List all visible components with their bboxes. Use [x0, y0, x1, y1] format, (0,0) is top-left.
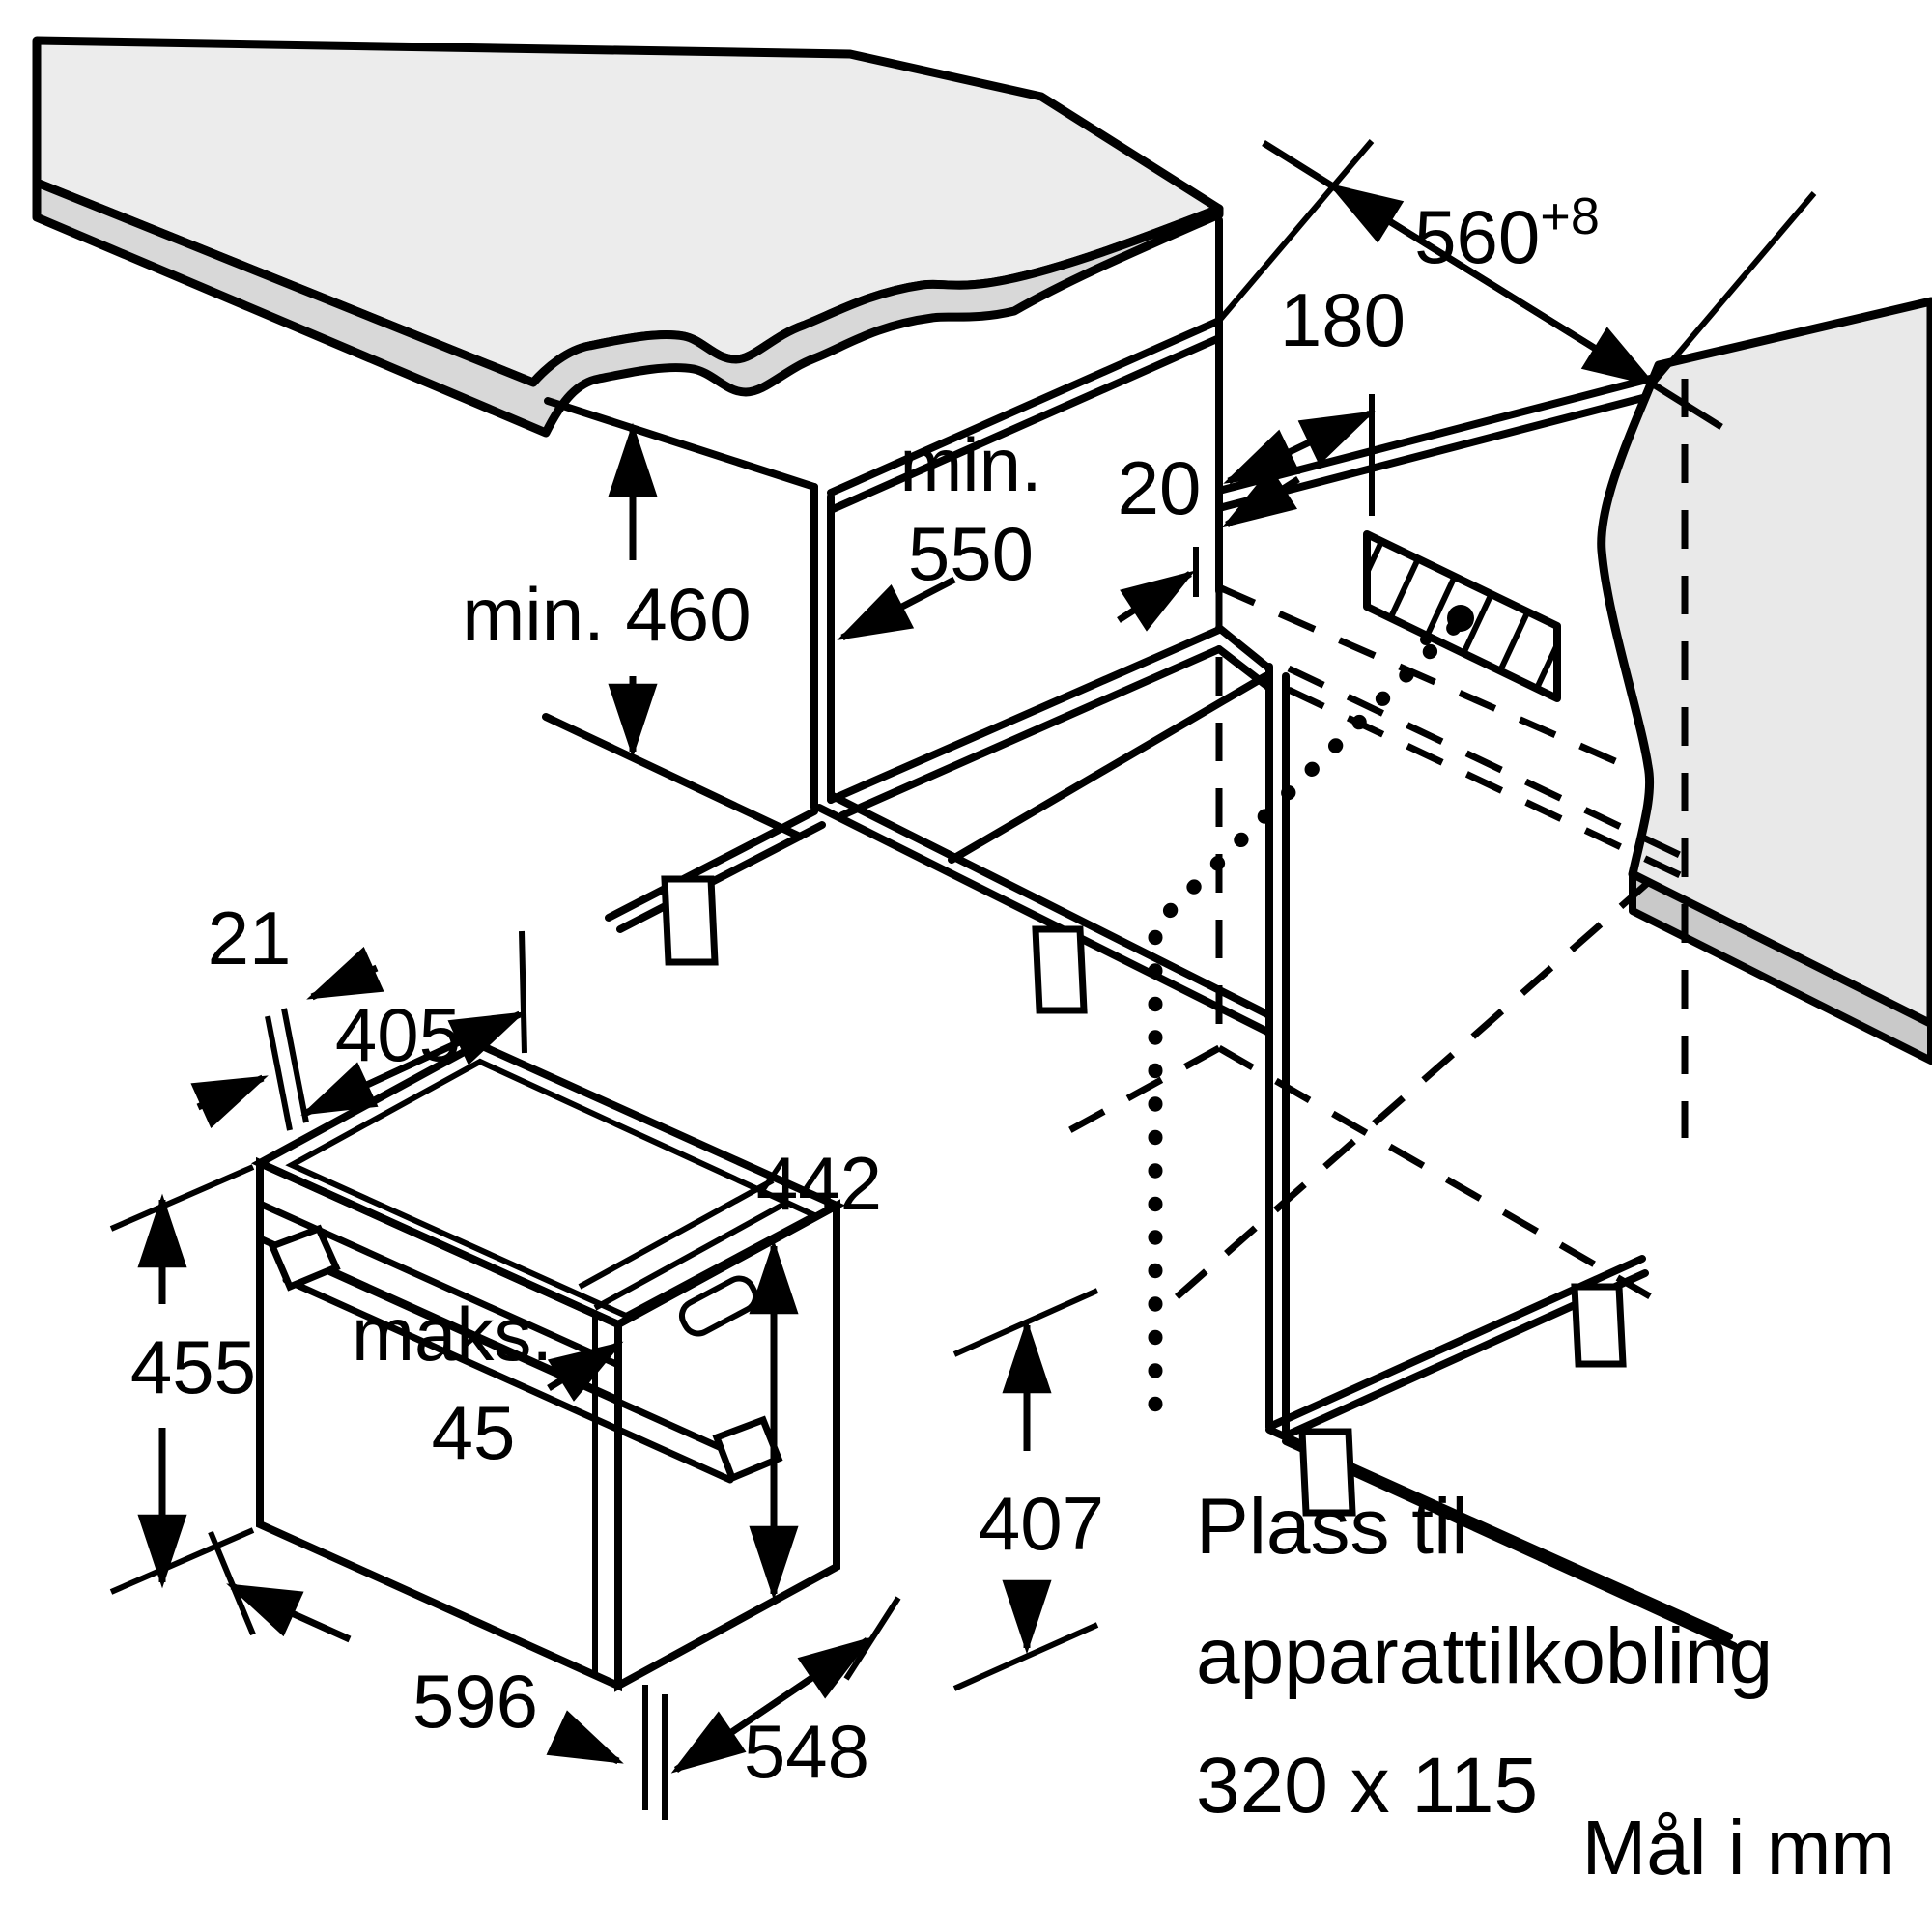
- niche-bottom-edge: [827, 626, 1223, 804]
- overhang-edge: [544, 397, 818, 491]
- label-depth: 548: [744, 1709, 869, 1794]
- countertop-front-edge: [32, 178, 1224, 438]
- side-wall-panel: [1597, 297, 1932, 1065]
- label-door-max: maks.: [352, 1292, 553, 1377]
- label-niche-width: 560+8: [1414, 187, 1600, 279]
- leg: [1298, 1428, 1356, 1517]
- label-min-depth-2: 550: [908, 511, 1034, 596]
- label-top-setback: 21: [208, 895, 292, 980]
- footer-units: Mål i mm: [1582, 1804, 1895, 1890]
- label-front-height: 455: [130, 1324, 256, 1409]
- label-rear-gap: 20: [1118, 445, 1202, 530]
- cabinet-structure: [542, 216, 1738, 1650]
- label-carcass-height: 442: [756, 1141, 882, 1226]
- bottom-ref-line: [542, 713, 804, 840]
- label-min-height: min. 460: [462, 572, 751, 657]
- label-door-max-value: 45: [432, 1390, 516, 1475]
- countertop-surface: [32, 36, 1224, 387]
- label-width: 596: [412, 1659, 538, 1744]
- label-vent-offset: 180: [1280, 277, 1406, 362]
- note-line-1: Plass til: [1196, 1483, 1469, 1571]
- niche-floor-back: [948, 672, 1269, 864]
- note-line-3: 320 x 115: [1196, 1742, 1538, 1830]
- connection-vent: [1363, 530, 1561, 702]
- note-line-2: apparattilkobling: [1196, 1612, 1773, 1700]
- leg: [1032, 925, 1088, 1014]
- oven-top-inner-panel: [285, 1058, 821, 1320]
- niche-top-edge: [827, 317, 1223, 497]
- labels: min. 460 min. 550 20 180 560+8 21 405 45…: [130, 187, 1895, 1890]
- countertop: [32, 36, 1224, 438]
- cabinet-legs: [661, 875, 1627, 1517]
- niche-floor-left: [815, 804, 1271, 1036]
- label-top-depth: 405: [335, 992, 461, 1077]
- dimensions: [109, 139, 1817, 1820]
- leg: [1571, 1283, 1627, 1368]
- label-right-height: 407: [979, 1481, 1104, 1566]
- dotted-leader: [1148, 620, 1462, 1420]
- vent-dot-small: [1420, 634, 1432, 645]
- leg: [661, 875, 719, 966]
- label-min-depth-1: min.: [899, 422, 1041, 507]
